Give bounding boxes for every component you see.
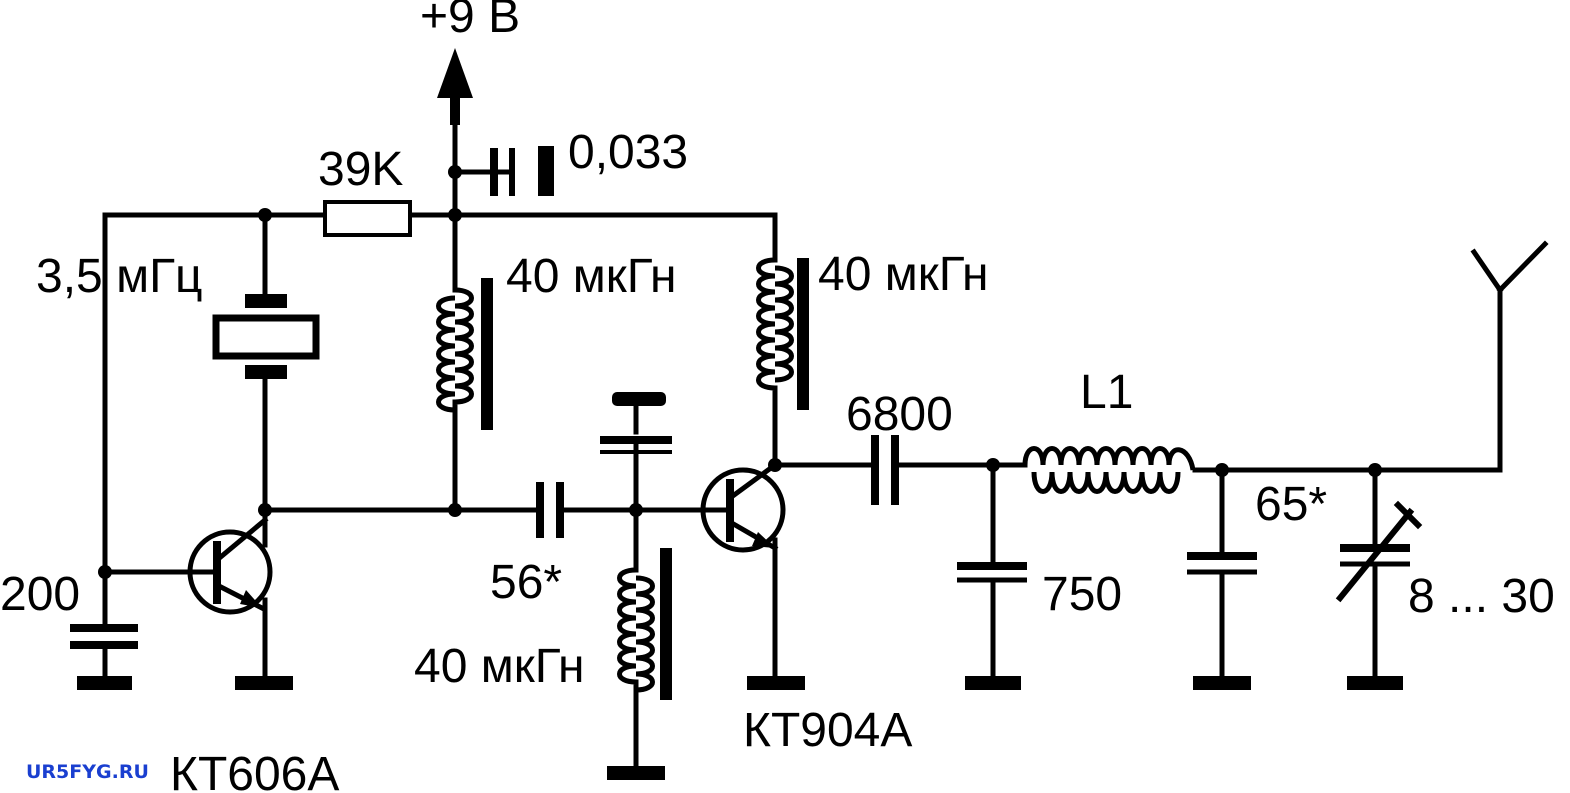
supply-arrow [437, 48, 473, 125]
label-cap-200: 200 [0, 568, 80, 621]
inductor-3 [617, 548, 672, 700]
label-l1: L1 [1080, 366, 1133, 419]
transistor-q2 [685, 461, 786, 553]
label-resistor: 39K [318, 143, 403, 196]
crystal-3-5mhz [212, 294, 320, 379]
label-trimmer: 8 ... 30 [1408, 570, 1555, 623]
label-inductor-2: 40 мкГн [818, 248, 989, 301]
inductor-l1 [1022, 446, 1196, 494]
capacitor-200 [70, 624, 138, 683]
resistor-39k [323, 200, 412, 237]
capacitor-0033 [490, 146, 554, 196]
ground-symbols [77, 676, 1403, 780]
capacitor-56 [527, 482, 573, 538]
trimmer-capacitor [1335, 500, 1423, 603]
label-crystal: 3,5 мГц [36, 250, 203, 303]
capacitor-base-top [600, 392, 672, 454]
label-cap-56: 56* [490, 556, 562, 609]
label-supply: +9 В [420, 0, 520, 43]
wires [102, 97, 1503, 773]
label-cap-6800: 6800 [846, 388, 953, 441]
antenna-icon [1470, 240, 1549, 294]
label-transistor-2: КТ904А [743, 704, 912, 757]
capacitor-6800 [867, 435, 908, 505]
capacitor-750 [957, 562, 1027, 583]
inductor-1 [436, 278, 493, 430]
label-inductor-3: 40 мкГн [414, 640, 585, 693]
watermark: UR5FYG.RU [26, 761, 149, 783]
label-cap-65: 65* [1255, 478, 1327, 531]
label-transistor-1: КТ606А [170, 748, 339, 793]
label-cap-0033: 0,033 [568, 126, 688, 179]
label-inductor-1: 40 мкГн [506, 250, 677, 303]
capacitor-65 [1187, 552, 1257, 575]
transistor-q1 [187, 516, 273, 615]
inductor-2 [756, 257, 809, 410]
junction-dots [98, 165, 1382, 579]
label-cap-750: 750 [1042, 568, 1122, 621]
